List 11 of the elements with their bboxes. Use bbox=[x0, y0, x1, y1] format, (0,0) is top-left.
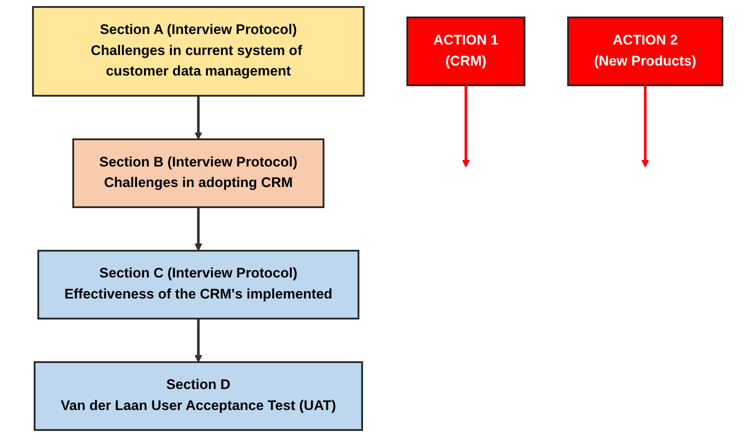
arrow bbox=[462, 85, 470, 168]
node-box: Section D Van der Laan User Acceptance Test (UAT) bbox=[34, 361, 364, 431]
node-box: Section B (Interview Protocol) Challenges in adopting CRM bbox=[72, 138, 325, 208]
node-box: Section A (Interview Protocol) Challenges in current system of customer data management bbox=[32, 6, 365, 97]
arrow bbox=[642, 85, 650, 168]
node-box: Section C (Interview Protocol) Effectiveness of the CRM's implemented bbox=[38, 250, 360, 320]
node-box: ACTION 1 (CRM) bbox=[406, 16, 526, 86]
arrow bbox=[194, 207, 202, 252]
node-box: ACTION 2 (New Products) bbox=[567, 16, 724, 86]
arrow bbox=[194, 96, 202, 140]
arrow bbox=[194, 318, 202, 362]
